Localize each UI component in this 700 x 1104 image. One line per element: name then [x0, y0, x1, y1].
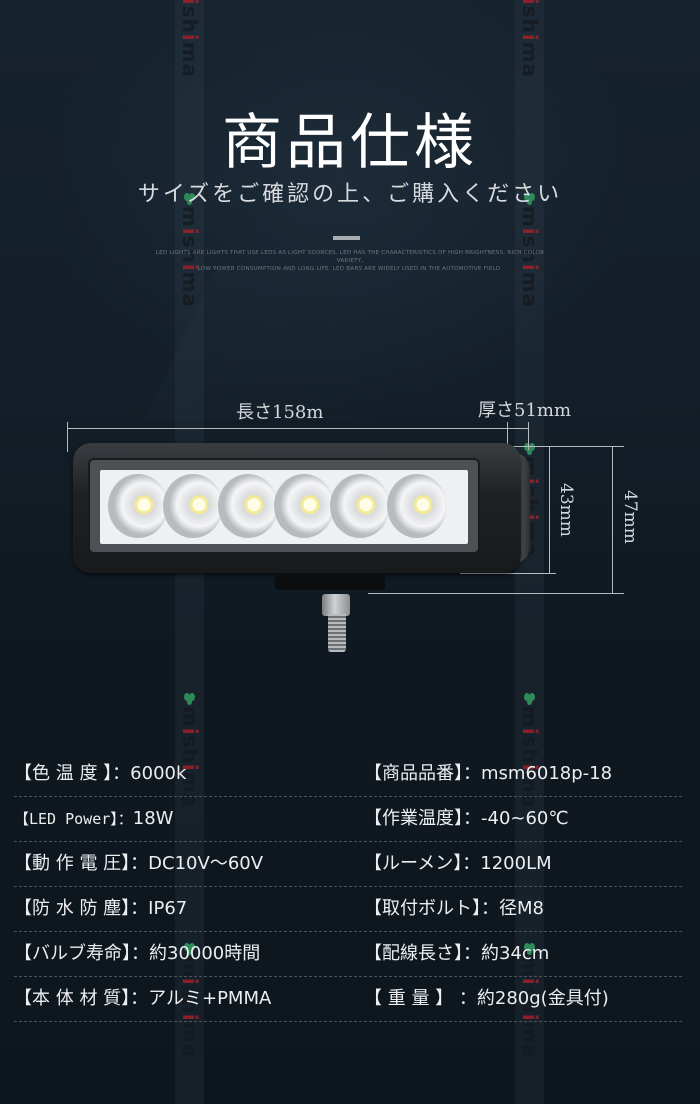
led-reflector	[108, 474, 168, 538]
spec-row: 【バルブ寿命】：約30000時間	[14, 943, 261, 964]
led-reflector	[387, 474, 447, 538]
mounting-nut	[322, 594, 350, 616]
led-reflector	[218, 474, 278, 538]
row-divider	[14, 886, 682, 887]
inner-height-label: 43mm	[556, 483, 576, 537]
page-title: 商品仕様	[222, 108, 478, 178]
leaf-logo-icon	[184, 943, 195, 955]
row-divider	[14, 841, 682, 842]
spec-row: 【作業温度】：-40~60℃	[364, 808, 569, 829]
thickness-left-tick	[507, 422, 508, 450]
row-divider	[14, 931, 682, 932]
outer-height-bottom-line	[368, 593, 624, 594]
length-left-tick	[67, 422, 68, 452]
height-top-line	[498, 446, 624, 447]
spec-row: 【配線長さ】：約34cm	[364, 943, 550, 964]
english-blurb: LED LIGHTS ARE LIGHTS THAT USE LEDS AS L…	[155, 250, 545, 272]
watermark-text: mishima	[178, 0, 202, 79]
title-divider	[333, 236, 360, 240]
watermark-strip-right: mishima mishima mishima mishima mishima	[515, 0, 544, 1104]
length-label: 長さ158m	[236, 402, 324, 423]
thickness-label: 厚さ51mm	[478, 400, 572, 421]
length-dimension-line	[67, 428, 528, 429]
spec-row: 【色 温 度 】：6000k	[14, 763, 187, 784]
outer-height-label: 47mm	[620, 490, 640, 544]
inner-height-line	[549, 446, 550, 573]
leaf-logo-icon	[184, 193, 195, 205]
row-divider	[14, 796, 682, 797]
spec-row: 【防 水 防 塵】：IP67	[14, 898, 188, 919]
spec-row: 【動 作 電 圧】：DC10V〜60V	[14, 853, 264, 874]
outer-height-line	[612, 446, 613, 593]
leaf-logo-icon	[524, 443, 535, 455]
spec-row: 【ルーメン】：1200LM	[364, 853, 552, 874]
leaf-logo-icon	[524, 693, 535, 705]
page-subtitle: サイズをご確認の上、ご購入ください	[137, 182, 563, 207]
led-reflector	[274, 474, 334, 538]
row-divider	[14, 976, 682, 977]
leaf-logo-icon	[184, 693, 195, 705]
spec-row: 【商品品番】：msm6018p-18	[364, 763, 613, 784]
mounting-bolt	[328, 614, 346, 652]
led-reflector	[163, 474, 223, 538]
leaf-logo-icon	[524, 193, 535, 205]
thickness-right-tick	[528, 422, 529, 450]
spec-row: 【 重 量 】 ：約280g(金具付)	[364, 988, 609, 1009]
spec-row: 【本 体 材 質】：アルミ+PMMA	[14, 988, 272, 1009]
inner-height-bottom-line	[460, 573, 556, 574]
mounting-bracket	[275, 574, 385, 590]
led-reflector	[330, 474, 390, 538]
leaf-logo-icon	[524, 943, 535, 955]
spec-row: 【取付ボルト】：径M8	[364, 898, 544, 919]
spec-row: 【LED Power】：18W	[14, 808, 174, 829]
row-divider	[14, 1021, 682, 1022]
